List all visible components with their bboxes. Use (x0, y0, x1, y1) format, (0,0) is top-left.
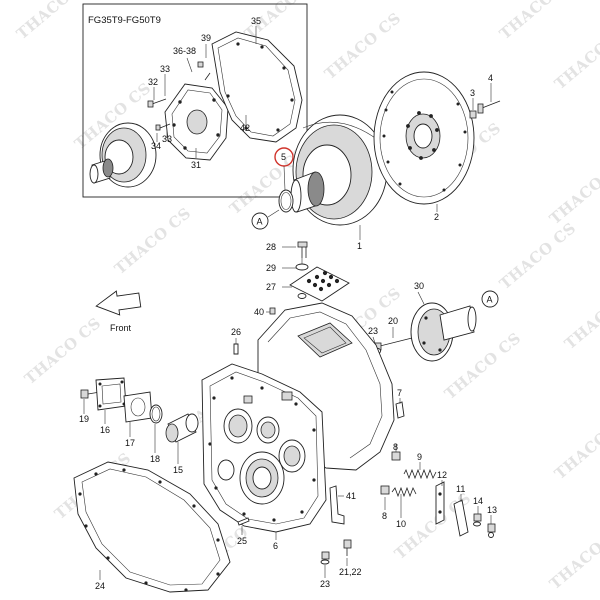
front-label: Front (110, 323, 132, 333)
watermark: THACO CS (496, 0, 580, 43)
callout-23: 23 (320, 579, 330, 589)
callout-30: 30 (414, 281, 424, 291)
callout-28: 28 (266, 242, 276, 252)
callout-42: 42 (240, 123, 250, 133)
adapter-bolts (374, 337, 413, 354)
callout-18: 18 (150, 454, 160, 464)
watermark: THACO CS (111, 204, 195, 278)
callout-36-38: 36-38 (173, 46, 196, 56)
callout-33: 33 (162, 134, 172, 144)
callout-3: 3 (470, 88, 475, 98)
inset-gasket (211, 31, 303, 143)
callout-23: 23 (368, 326, 378, 336)
ref-a-label: A (257, 217, 263, 227)
pin-25 (237, 517, 250, 526)
callout-11: 11 (456, 484, 465, 494)
watermark: THACO CS (551, 409, 600, 483)
o-ring (274, 147, 294, 213)
gasket-12 (435, 481, 445, 525)
watermark: THACO CS (496, 219, 580, 293)
strainer-plate (289, 266, 350, 302)
callout-21-22: 21,22 (339, 567, 362, 577)
watermark: THACO CS (21, 314, 105, 388)
bracket-41 (329, 485, 345, 525)
callout-39: 39 (201, 33, 211, 43)
o-ring-18 (149, 404, 163, 424)
callout-24: 24 (95, 581, 105, 591)
callout-20: 20 (388, 316, 398, 326)
callout-5: 5 (281, 152, 286, 162)
pin-26 (233, 343, 239, 355)
callout-7: 7 (397, 388, 402, 398)
bolt-28 (297, 241, 308, 258)
dowel-pin (395, 401, 405, 419)
callout-1: 1 (357, 241, 362, 251)
callout-34: 34 (151, 141, 161, 151)
callout-26: 26 (231, 327, 241, 337)
inset-panel: FG35T9-FG50T9 (82, 3, 308, 198)
callout-4: 4 (488, 73, 493, 83)
gasket-17 (123, 391, 153, 423)
callout-10: 10 (396, 519, 406, 529)
watermark: THACO CS (551, 19, 600, 93)
watermark: THACO CS (561, 279, 600, 353)
callout-33: 33 (160, 64, 170, 74)
callout-8: 8 (393, 442, 398, 452)
callout-8: 8 (382, 511, 387, 521)
front-arrow-icon: Front (95, 290, 142, 333)
sleeve-15 (165, 413, 199, 443)
callout-31: 31 (191, 160, 201, 170)
callout-2: 2 (434, 212, 439, 222)
washer-29 (295, 263, 309, 271)
leader-lines (83, 83, 492, 580)
bottom-bolt-23 (320, 551, 330, 565)
bolt-13 (487, 523, 496, 538)
inset-title: FG35T9-FG50T9 (88, 15, 161, 26)
transmission-housing (201, 302, 395, 533)
ref-a-label: A (487, 295, 493, 305)
plug-40 (269, 307, 276, 315)
housing-gasket (73, 461, 231, 593)
callout-12: 12 (437, 470, 447, 480)
ref-marker-a: A (481, 290, 499, 308)
callout-32: 32 (148, 77, 158, 87)
callout-14: 14 (473, 496, 483, 506)
plug-8-upper (391, 451, 401, 461)
callout-41: 41 (346, 491, 356, 501)
watermark: THACO CS (546, 519, 600, 593)
callout-17: 17 (125, 438, 135, 448)
plug-8-lower (380, 485, 390, 495)
inset-bolts (147, 61, 211, 131)
cover-16 (95, 377, 127, 411)
bolt-14 (473, 513, 482, 527)
bottom-bolt-21-22 (343, 539, 352, 556)
callout-15: 15 (173, 465, 183, 475)
callout-labels: 4 3 5 1 2 28 29 27 30 40 26 23 20 19 16 … (79, 73, 497, 591)
flex-plate-bolts (469, 100, 501, 119)
watermark: THACO CS (546, 154, 600, 228)
inset-converter (89, 122, 157, 188)
callout-16: 16 (100, 425, 110, 435)
watermark: THACO CS (321, 9, 405, 83)
cover-11 (453, 499, 469, 537)
callout-6: 6 (273, 541, 278, 551)
spring-10 (391, 486, 417, 498)
torque-converter (290, 114, 388, 226)
watermark: THACO CS (441, 329, 525, 403)
flex-plate (373, 71, 475, 205)
input-adapter (410, 302, 477, 362)
spring-9 (403, 468, 437, 480)
callout-35: 35 (251, 16, 261, 26)
inset-plate (164, 83, 229, 161)
callout-13: 13 (487, 505, 497, 515)
callout-29: 29 (266, 263, 276, 273)
watermark: THACO CS (13, 0, 97, 43)
callout-40: 40 (254, 307, 264, 317)
callout-25: 25 (237, 536, 247, 546)
callout-19: 19 (79, 414, 89, 424)
callout-27: 27 (266, 282, 276, 292)
ref-marker-a: A (251, 209, 280, 230)
callout-9: 9 (417, 452, 422, 462)
